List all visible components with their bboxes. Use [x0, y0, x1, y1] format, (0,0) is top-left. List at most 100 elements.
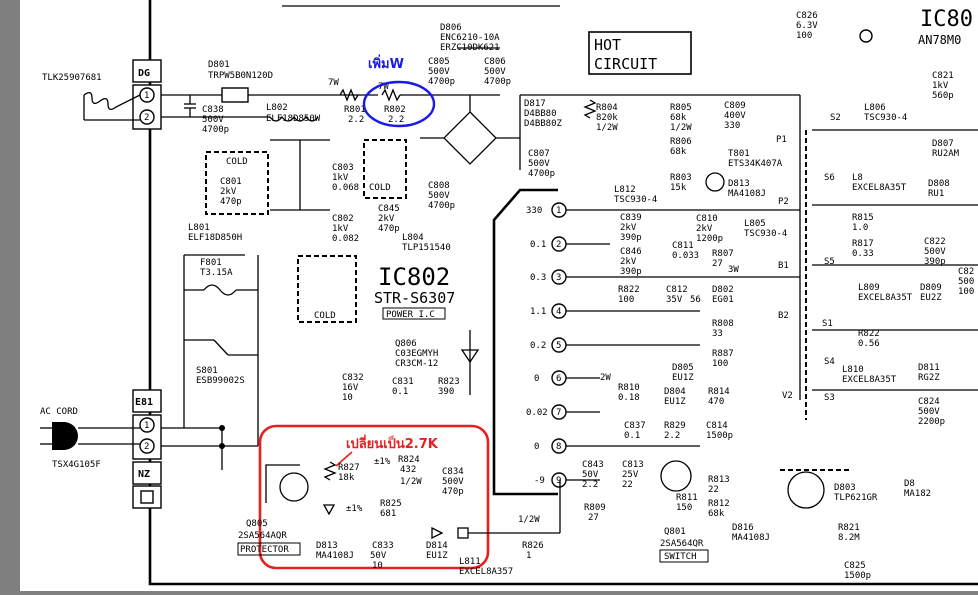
switch-s801 [213, 339, 229, 356]
l811-part: EXCEL8A357 [459, 567, 513, 577]
c824-c: 2200p [918, 417, 945, 427]
ic802-name: IC802 [378, 263, 450, 291]
l805-label: L805 [744, 219, 766, 229]
r829-label: R829 [664, 421, 686, 431]
r804-label: R804 [596, 103, 618, 113]
annotation-box-protector [258, 424, 490, 570]
c801-label: C801 [220, 177, 242, 187]
d803-part: TLP621GR [834, 493, 878, 503]
d808-part: RU1 [928, 189, 944, 199]
svg-text:3: 3 [556, 273, 561, 283]
c807-c: 4700p [528, 169, 555, 179]
l812-label: L812 [614, 185, 636, 195]
r822-value: 100 [618, 295, 634, 305]
svg-text:S5: S5 [824, 257, 835, 267]
c837-c: 0.1 [624, 431, 640, 441]
r813-label: R813 [708, 475, 730, 485]
t801-part: ETS34K407A [728, 159, 783, 169]
c839-v: 2kV [620, 223, 637, 233]
tlk-label: TLK25907681 [42, 73, 102, 83]
cold-box-3 [297, 255, 357, 323]
hot-circuit-box [588, 31, 692, 75]
r823-label: R823 [438, 377, 460, 387]
q806-part2: CR3CM-12 [395, 359, 438, 369]
tol-1: ±1% [374, 457, 391, 467]
c846-c: 390p [620, 267, 642, 277]
d808-label: D808 [928, 179, 950, 189]
svg-text:S3: S3 [824, 393, 835, 403]
hot-circuit-line1: HOT [594, 36, 621, 54]
c838-v: 500V [202, 115, 224, 125]
f801-value: T3.15A [200, 268, 233, 278]
cold-label-1: COLD [226, 157, 248, 167]
r801-label: R801 [344, 105, 366, 115]
d811-label: D811 [918, 363, 940, 373]
d801-body [221, 87, 249, 103]
annotation-circle-r802 [362, 80, 436, 128]
svg-text:6: 6 [556, 374, 561, 384]
svg-text:8: 8 [556, 442, 561, 452]
l812-part: TSC930-4 [614, 195, 657, 205]
c809-c: 330 [724, 121, 740, 131]
c838-label: C838 [202, 105, 224, 115]
c845-c: 470p [378, 224, 400, 234]
paper [20, 0, 978, 591]
degauss-coil [83, 91, 141, 111]
c824-label: C824 [918, 397, 940, 407]
c822-label: C822 [924, 237, 946, 247]
l801-label: L801 [188, 223, 210, 233]
d806-part1: ENC6210-10A [440, 33, 500, 43]
d803-label: D803 [834, 483, 856, 493]
misc-watt-labels: 2W 3W 1/2W 1/2W [400, 265, 739, 525]
c832-label: C832 [342, 373, 364, 383]
d813-top-zener [705, 172, 725, 192]
connector-e81-box [132, 389, 162, 413]
svg-text:0.3: 0.3 [530, 273, 546, 283]
r802-label: R802 [384, 105, 406, 115]
l809-label: L809 [858, 283, 880, 293]
zener-d813 [322, 504, 336, 516]
svg-text:4: 4 [556, 307, 561, 317]
c843-label: C843 [582, 460, 604, 470]
d8xx-label: D8 [904, 479, 915, 489]
r825-value: 681 [380, 509, 396, 519]
c833-label: C833 [372, 541, 394, 551]
c811-c: 0.033 [672, 251, 699, 261]
r803-label: R803 [670, 173, 692, 183]
l8xx-part: EXCEL8A35T [852, 183, 907, 193]
annotation-add-w: เพิ่มW [368, 54, 404, 72]
c812-c: 56 [690, 295, 701, 305]
c813-label: C813 [622, 460, 644, 470]
c821-v: 1kV [932, 81, 949, 91]
r827-label: R827 [338, 463, 360, 473]
d811-part: RG2Z [918, 373, 940, 383]
c803-label: C803 [332, 163, 354, 173]
r813-value: 22 [708, 485, 719, 495]
c808-v: 500V [428, 191, 450, 201]
c808-c: 4700p [428, 201, 455, 211]
svg-text:1.1: 1.1 [530, 307, 546, 317]
q806-part1: C03EGMYH [395, 349, 438, 359]
r801-watt: 7W [328, 78, 339, 88]
hot-circuit-line2: CIRCUIT [594, 55, 657, 73]
r824-value: 432 [400, 465, 416, 475]
ac-cord-label: AC CORD [40, 407, 78, 417]
svg-text:3W: 3W [728, 265, 739, 275]
d804-part: EU1Z [664, 397, 686, 407]
c825-c: 1500p [844, 571, 871, 581]
c810-v: 2kV [696, 224, 713, 234]
svg-text:7: 7 [556, 408, 561, 418]
connector-e81-label: E81 [135, 397, 153, 408]
ic802-pins: 1 2 3 4 5 6 7 8 9 [551, 202, 567, 488]
c805-v: 500V [428, 67, 450, 77]
connector-dg-box [132, 59, 162, 83]
r811-value: 150 [676, 503, 692, 513]
c821-label: C821 [932, 71, 954, 81]
r817-label: R817 [852, 239, 874, 249]
optocoupler-d803 [787, 471, 825, 509]
r804-resistor [583, 99, 597, 119]
c803-v: 1kV [332, 173, 349, 183]
r815-label: R815 [852, 213, 874, 223]
d802-part: EG01 [712, 295, 734, 305]
